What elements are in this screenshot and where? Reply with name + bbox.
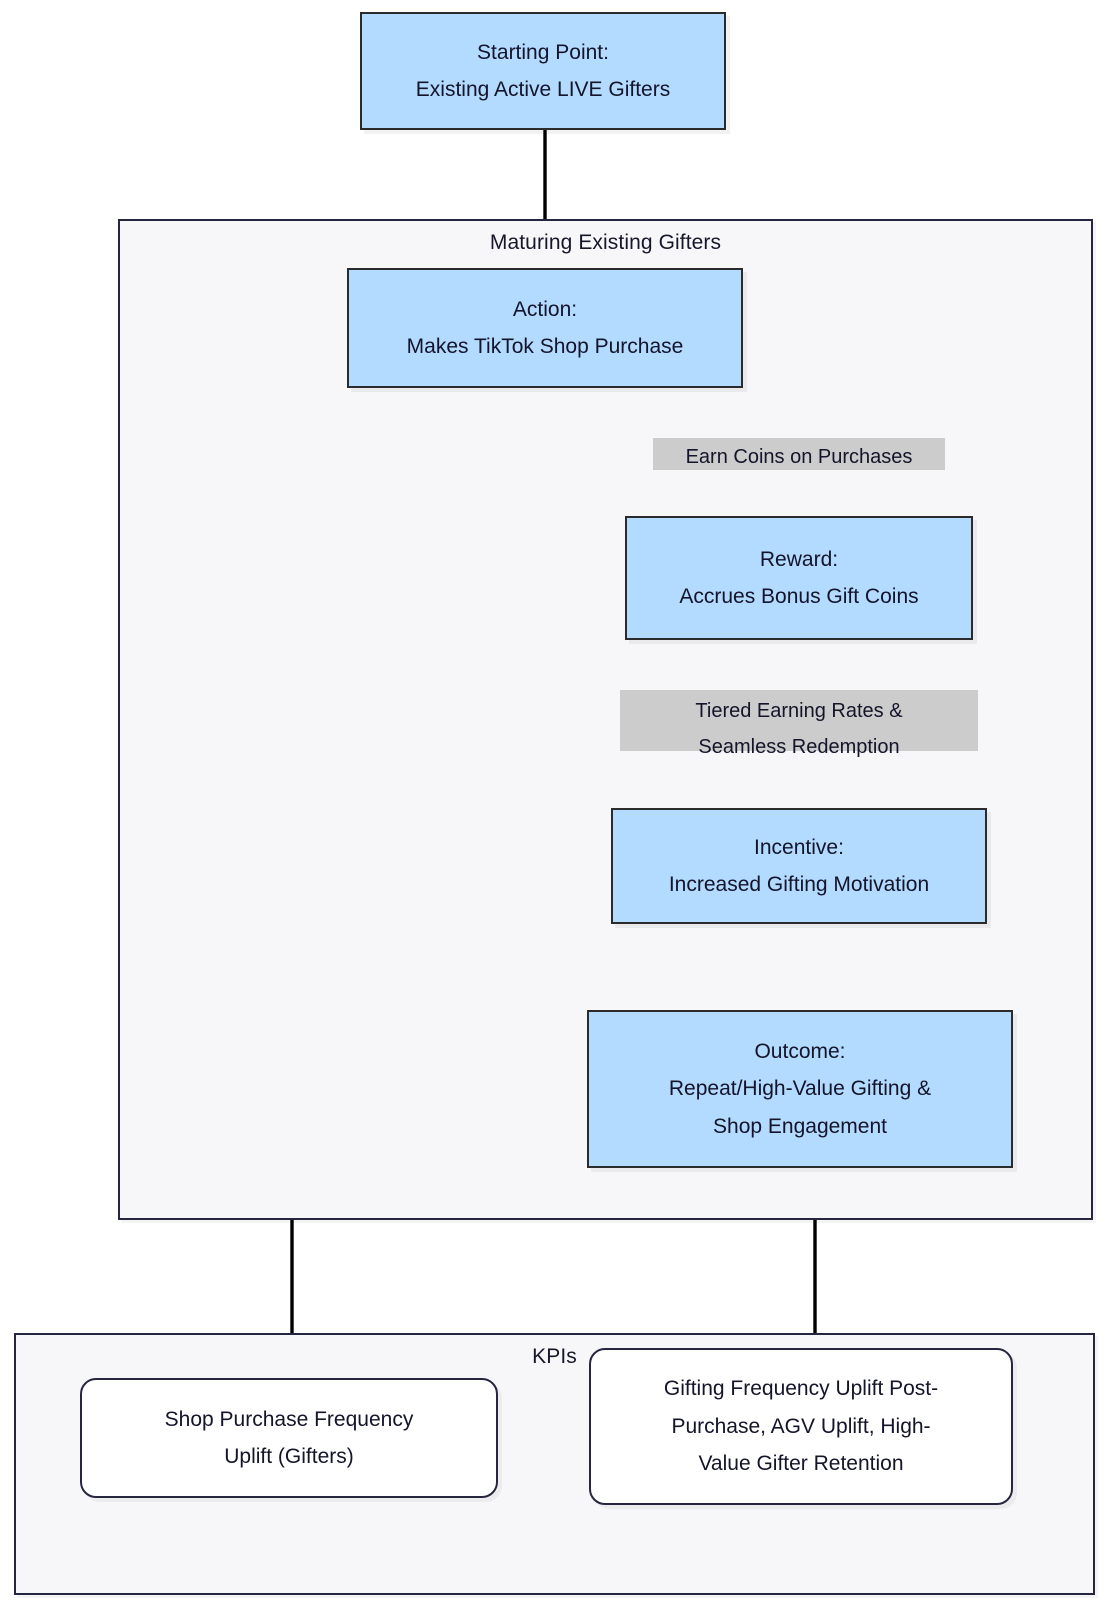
kpi-gifting-uplift-line3: Value Gifter Retention [698, 1452, 904, 1476]
kpi-gifting-uplift-line1: Gifting Frequency Uplift Post- [663, 1377, 939, 1401]
node-outcome-line3: Shop Engagement [713, 1114, 887, 1138]
node-starting-point-line2: Existing Active LIVE Gifters [415, 78, 671, 101]
edge-label-tiered-rates: Tiered Earning Rates & Seamless Redempti… [620, 690, 978, 758]
kpi-shop-purchase-line1: Shop Purchase Frequency [164, 1407, 414, 1431]
edge-label-earn-coins-line1: Earn Coins on Purchases [685, 446, 913, 468]
node-action[interactable]: Action: Makes TikTok Shop Purchase [347, 268, 743, 388]
node-incentive-line1: Incentive: [754, 835, 844, 859]
edge-label-tiered-line2: Seamless Redemption [698, 735, 900, 758]
node-outcome-line2: Repeat/High-Value Gifting & [668, 1077, 932, 1101]
node-starting-point[interactable]: Starting Point: Existing Active LIVE Gif… [360, 12, 726, 130]
node-incentive-line2: Increased Gifting Motivation [668, 873, 930, 896]
node-outcome-line1: Outcome: [754, 1039, 846, 1063]
node-reward[interactable]: Reward: Accrues Bonus Gift Coins [625, 516, 973, 640]
kpi-node-shop-purchase-frequency[interactable]: Shop Purchase Frequency Uplift (Gifters) [80, 1378, 498, 1498]
node-reward-line1: Reward: [759, 547, 839, 571]
kpi-node-gifting-frequency-uplift[interactable]: Gifting Frequency Uplift Post- Purchase,… [589, 1348, 1013, 1505]
node-action-line2: Makes TikTok Shop Purchase [406, 335, 684, 358]
kpi-gifting-uplift-line2: Purchase, AGV Uplift, High- [671, 1414, 931, 1438]
edge-label-tiered-line1: Tiered Earning Rates & [695, 700, 903, 722]
node-incentive[interactable]: Incentive: Increased Gifting Motivation [611, 808, 987, 924]
node-starting-point-line1: Starting Point: [477, 40, 609, 64]
edge-label-earn-coins: Earn Coins on Purchases [653, 438, 945, 470]
node-reward-line2: Accrues Bonus Gift Coins [679, 585, 919, 608]
node-action-line1: Action: [512, 297, 578, 321]
kpi-shop-purchase-line2: Uplift (Gifters) [224, 1445, 354, 1468]
subgraph-maturing-title: Maturing Existing Gifters [489, 231, 722, 254]
node-outcome[interactable]: Outcome: Repeat/High-Value Gifting & Sho… [587, 1010, 1013, 1168]
subgraph-kpis-title: KPIs [532, 1345, 577, 1368]
